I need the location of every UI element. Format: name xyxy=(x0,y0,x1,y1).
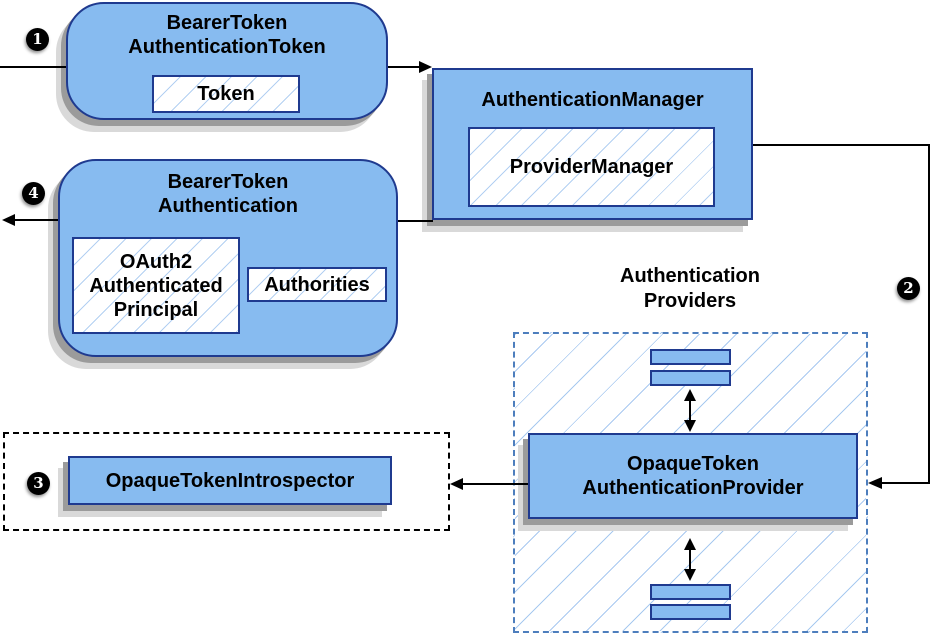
bottom-stack-link-down-arrowhead xyxy=(684,569,696,581)
step-4-badge: 4 xyxy=(22,182,45,205)
manager-to-provider-arrowhead xyxy=(868,477,882,489)
provider-stack-top-bar-1 xyxy=(650,349,731,365)
bearer-token-authentication-box: BearerToken Authentication OAuth2 Authen… xyxy=(58,159,398,357)
authentication-providers-label: Authentication Providers xyxy=(620,265,760,312)
provider-stack-bottom-bar-1 xyxy=(650,584,731,600)
opaque-token-authentication-provider-title: OpaqueToken AuthenticationProvider xyxy=(582,453,804,499)
step-3-badge: 3 xyxy=(27,472,50,495)
step-1-badge: 1 xyxy=(26,28,49,51)
top-stack-link-up-arrowhead xyxy=(684,389,696,401)
step-2-badge: 2 xyxy=(897,277,920,300)
authentication-manager-box: AuthenticationManager ProviderManager xyxy=(432,68,753,220)
authentication-manager-title: AuthenticationManager xyxy=(481,89,704,111)
bearer-token-authentication-title: BearerToken Authentication xyxy=(158,171,298,217)
provider-stack-bottom-bar-2 xyxy=(650,604,731,620)
token-box: Token xyxy=(152,75,300,113)
token-to-manager-arrowhead xyxy=(419,61,432,73)
opaque-token-introspector-box: OpaqueTokenIntrospector xyxy=(68,456,392,505)
bearer-token-authentication-token-title: BearerToken AuthenticationToken xyxy=(128,12,326,58)
opaque-token-authentication-provider-box: OpaqueToken AuthenticationProvider xyxy=(528,433,858,519)
provider-manager-box: ProviderManager xyxy=(468,127,715,207)
manager-to-provider-line xyxy=(753,144,930,484)
bottom-stack-link-up-arrowhead xyxy=(684,538,696,550)
opaque-token-introspector-title: OpaqueTokenIntrospector xyxy=(105,469,355,492)
bearer-token-authentication-token-box: BearerToken AuthenticationToken Token xyxy=(66,2,388,120)
provider-to-introspector-arrowhead xyxy=(450,478,463,490)
authentication-result-arrowhead xyxy=(2,214,15,226)
provider-stack-top-bar-2 xyxy=(650,370,731,386)
top-stack-link-down-arrowhead xyxy=(684,420,696,432)
authorities-box: Authorities xyxy=(247,267,387,302)
oauth2-authenticated-principal-box: OAuth2 Authenticated Principal xyxy=(72,237,240,334)
